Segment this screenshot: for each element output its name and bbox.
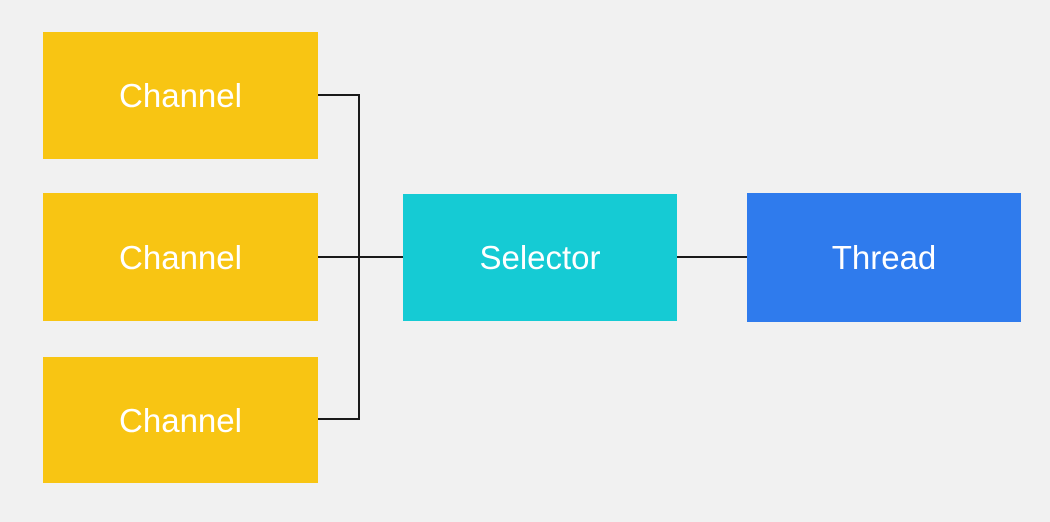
connector-channel-2-to-selector: [318, 256, 403, 258]
node-thread: Thread: [747, 193, 1021, 322]
node-channel-1-label: Channel: [119, 77, 242, 114]
node-channel-3: Channel: [43, 357, 318, 483]
connector-channel-1-to-bus: [318, 94, 360, 96]
node-channel-2-label: Channel: [119, 238, 242, 276]
node-thread-label: Thread: [831, 239, 937, 276]
node-channel-1: Channel: [43, 32, 318, 159]
node-selector-label: Selector: [479, 239, 601, 276]
connector-bus-vertical: [358, 94, 360, 420]
node-channel-2: Channel: [43, 193, 318, 321]
connector-selector-to-thread: [677, 256, 747, 258]
node-channel-3-label: Channel: [119, 401, 242, 439]
connector-channel-3-to-bus: [318, 418, 360, 420]
node-selector: Selector: [403, 194, 677, 321]
